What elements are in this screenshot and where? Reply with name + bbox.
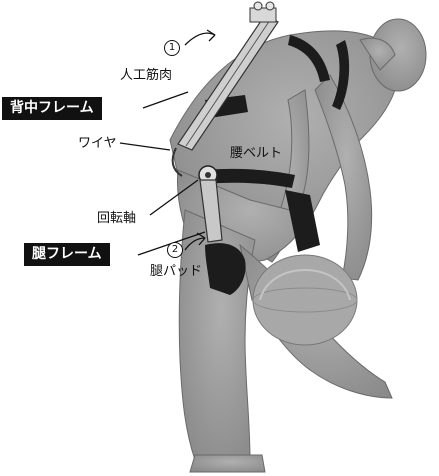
waist-belt-label: 腰ベルト — [230, 146, 282, 162]
thigh-frame-label: 腿フレーム — [24, 243, 110, 266]
marker-1: 1 — [164, 40, 180, 56]
rotation-axis-label: 回転軸 — [97, 211, 136, 227]
artificial-muscle-label: 人工筋肉 — [120, 68, 172, 84]
back-frame-label: 背中フレーム — [2, 97, 102, 120]
marker-2: 2 — [167, 242, 183, 258]
thigh-pad-label: 腿パッド — [150, 264, 202, 280]
ball-object — [253, 255, 357, 345]
wire-label: ワイヤ — [78, 136, 117, 152]
